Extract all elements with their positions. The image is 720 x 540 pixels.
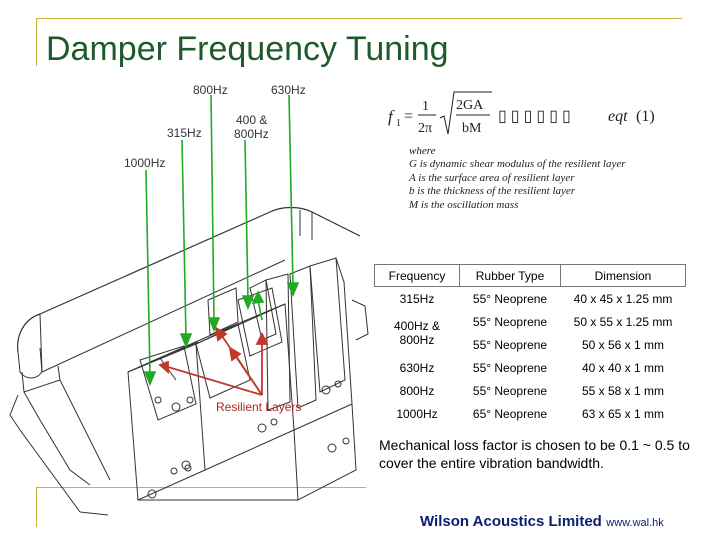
arrow-630hz xyxy=(288,94,294,288)
arrow-400-800hz-head xyxy=(241,295,255,311)
arrow-800hz-b xyxy=(257,299,263,321)
table-cell: 55° Neoprene xyxy=(472,337,548,352)
table-cell: 800Hz xyxy=(399,383,435,398)
table-cell: 50 x 56 x 1 mm xyxy=(581,337,665,352)
label-315hz: 315Hz xyxy=(167,126,202,140)
arrow-315hz-head xyxy=(179,333,193,349)
formula-two-pi: 2π xyxy=(418,121,432,136)
svg-text:=: = xyxy=(404,108,413,125)
where-line: G is dynamic shear modulus of the resili… xyxy=(409,158,626,171)
damper-spec-table: Frequency Rubber Type Dimension 315Hz 55… xyxy=(374,264,686,425)
table-cell: 315Hz xyxy=(399,291,435,306)
where-line: M is the oscillation mass xyxy=(409,198,519,211)
loss-factor-note: Mechanical loss factor is chosen to be 0… xyxy=(379,437,690,471)
table-cell: 40 x 45 x 1.25 mm xyxy=(573,291,673,306)
footer: Wilson Acoustics Limited www.wal.hk xyxy=(420,513,664,531)
arrow-800hz xyxy=(210,94,215,323)
arrow-315hz xyxy=(181,139,187,339)
where-line: where xyxy=(409,145,436,157)
resilient-layers-label: Resilient Layers xyxy=(216,400,302,414)
table-header-row: Frequency Rubber Type Dimension xyxy=(374,264,686,287)
label-400hz-line2: 800Hz xyxy=(234,127,269,141)
top-rule xyxy=(36,18,682,19)
label-400hz-line1: 400 & xyxy=(236,113,268,127)
left-rule-bottom xyxy=(36,487,37,527)
arrow-800hz-head xyxy=(207,317,221,333)
table-row: 630Hz 55° Neoprene 40 x 40 x 1 mm xyxy=(375,356,686,379)
resilient-pointer-2-head xyxy=(214,326,228,342)
table-cell: 630Hz xyxy=(399,360,435,375)
resilient-pointer-3-head xyxy=(228,346,242,362)
table-row: 400Hz & 800Hz 55° Neoprene 50 x 55 x 1.2… xyxy=(375,310,686,348)
resilient-pointer-3 xyxy=(235,355,263,396)
table-cell: 55° Neoprene xyxy=(472,383,548,398)
arrow-630hz-head xyxy=(286,282,300,298)
formula-eq-label: eqt xyxy=(608,108,628,125)
table-cell: 40 x 40 x 1 mm xyxy=(581,360,665,375)
table-cell: 55° Neoprene xyxy=(472,291,548,306)
formula-one: 1 xyxy=(422,99,429,114)
slide-title: Damper Frequency Tuning xyxy=(46,30,449,68)
arrow-800hz-b-head xyxy=(251,290,265,304)
formula-lhs-sub: 1 xyxy=(396,118,401,129)
table-cell: 400Hz & 800Hz xyxy=(393,319,441,347)
resilient-pointer-1-head xyxy=(158,360,169,374)
left-rule xyxy=(36,18,37,66)
label-1000hz: 1000Hz xyxy=(124,156,166,170)
where-line: A is the surface area of resilient layer xyxy=(409,171,575,184)
table-cell: 50 x 55 x 1.25 mm xyxy=(573,314,673,329)
formula-radical-num: 2GA xyxy=(456,98,484,113)
table-header: Rubber Type xyxy=(459,264,561,287)
frequency-formula: f 1 = 1 2π 2GA bM ▯ ▯ ▯ ▯ ▯ ▯ eqt (1) xyxy=(388,91,655,136)
formula-where-block: where G is dynamic shear modulus of the … xyxy=(409,145,626,212)
label-630hz: 630Hz xyxy=(271,83,306,97)
arrow-1000hz xyxy=(145,169,151,377)
bottom-rule xyxy=(36,487,366,488)
table-cell: 65° Neoprene xyxy=(472,406,548,421)
resilient-pointer-1 xyxy=(167,366,263,396)
formula-boxes: ▯ ▯ ▯ ▯ ▯ ▯ xyxy=(498,108,571,125)
table-cell: 55 x 58 x 1 mm xyxy=(581,383,665,398)
table-cell: 1000Hz xyxy=(396,406,438,421)
table-row: 55° Neoprene 50 x 56 x 1 mm xyxy=(375,333,686,356)
table-header: Dimension xyxy=(560,264,686,287)
arrow-1000hz-head xyxy=(143,371,157,387)
table-cell: 55° Neoprene xyxy=(472,360,548,375)
formula-radical-den: bM xyxy=(462,121,482,136)
table-row: 1000Hz 65° Neoprene 63 x 65 x 1 mm xyxy=(375,402,686,425)
arrow-400-800hz xyxy=(244,139,249,301)
company-url[interactable]: www.wal.hk xyxy=(606,517,664,529)
resilient-pointer-4-head xyxy=(255,331,269,345)
table-cell: 55° Neoprene xyxy=(472,314,548,329)
table-header: Frequency xyxy=(374,264,460,287)
table-row: 315Hz 55° Neoprene 40 x 45 x 1.25 mm xyxy=(375,287,686,311)
table-cell: 63 x 65 x 1 mm xyxy=(581,406,665,421)
company-name: Wilson Acoustics Limited xyxy=(420,513,602,530)
formula-lhs: f xyxy=(388,107,395,126)
table-row: 800Hz 55° Neoprene 55 x 58 x 1 mm xyxy=(375,379,686,402)
where-line: b is the thickness of the resilient laye… xyxy=(409,185,576,198)
formula-eq-number: (1) xyxy=(636,108,655,125)
label-800hz: 800Hz xyxy=(193,83,228,97)
